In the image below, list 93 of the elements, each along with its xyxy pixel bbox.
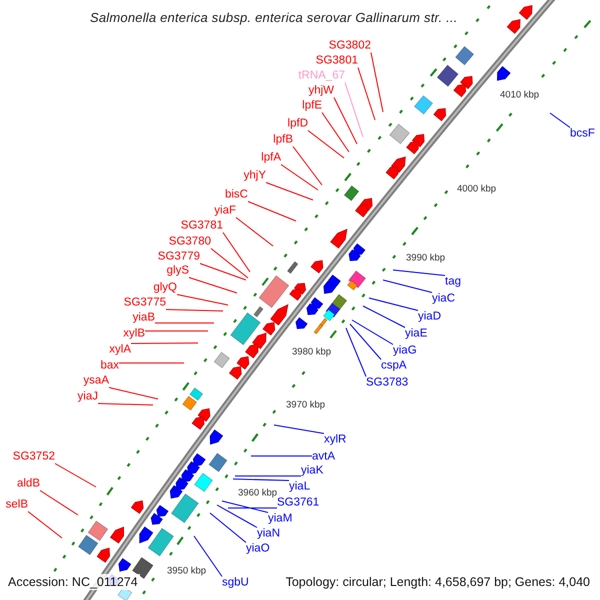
leader-line	[232, 478, 290, 481]
gene-label: yiaL	[289, 480, 310, 494]
gene-label: lpfD	[288, 118, 308, 130]
gene-label: yiaD	[418, 310, 442, 324]
leader-line	[222, 500, 268, 513]
gene-label: selB	[6, 498, 28, 512]
leader-line	[176, 294, 228, 306]
leader-line	[248, 201, 296, 222]
leader-line	[236, 217, 274, 246]
leader-line	[346, 328, 366, 377]
leader-line	[358, 67, 376, 120]
gene-label: yiaC	[432, 292, 456, 306]
gene-label: yiaN	[257, 528, 280, 540]
gene-label: yhjW	[308, 84, 334, 98]
gene-label: yhjY	[244, 170, 266, 182]
gene-label: yiaM	[268, 512, 292, 526]
leader-line	[334, 97, 358, 144]
position-label: 3990 kbp	[406, 252, 446, 264]
leader-line	[382, 280, 432, 293]
leader-line	[266, 182, 314, 200]
leader-line	[274, 424, 324, 434]
leader-line	[280, 164, 318, 190]
gene-label: yiaJ	[78, 390, 98, 404]
gene-label: yiaE	[405, 328, 428, 340]
leader-line	[98, 403, 154, 406]
position-label: 3950 kbp	[167, 566, 206, 576]
gene-label: yiaK	[301, 464, 324, 478]
leader-line	[54, 463, 96, 488]
position-label: 3970 kbp	[286, 400, 326, 410]
gene-label: yiaO	[246, 542, 270, 556]
leader-line	[210, 248, 248, 278]
leader-line	[344, 82, 364, 138]
gene-label: SG3780	[168, 236, 211, 248]
gene-label: sgbU	[222, 576, 249, 590]
gene-label: xylA	[109, 344, 131, 356]
leader-line	[292, 146, 322, 186]
map-title: Salmonella enterica subsp. enterica serovar Gallinarum str. ...	[90, 10, 458, 26]
gene-label: avtA	[312, 450, 336, 464]
gene-label: xylR	[324, 434, 346, 446]
gene-label: aldB	[16, 478, 40, 490]
leader-line	[144, 330, 208, 332]
footer-text: Topology: circular; Length: 4,658,697 bp; Genes: 4,040	[284, 574, 592, 590]
leader-line	[222, 232, 250, 272]
leader-line	[362, 306, 406, 328]
gene-label: SG3779	[158, 250, 200, 264]
gene-label: tag	[445, 276, 461, 288]
leader-line	[194, 536, 222, 577]
gene-label: bcsF	[570, 128, 595, 140]
leader-line	[130, 342, 198, 344]
leader-line	[308, 130, 344, 158]
gene-label: SG3783	[366, 376, 408, 390]
footer-text: Accession: NC_011274	[6, 574, 140, 590]
position-label: 3960 kbp	[238, 488, 278, 498]
leader-line	[350, 324, 382, 360]
gene-label: tRNA_67	[298, 70, 345, 82]
leader-line	[370, 52, 384, 112]
gene-label: bax	[100, 360, 119, 372]
leader-line	[210, 512, 246, 543]
leader-line	[392, 270, 446, 276]
leader-line	[28, 511, 62, 538]
gene-label: cspA	[381, 360, 407, 372]
gene-label: SG3802	[328, 40, 371, 52]
leader-line	[40, 490, 78, 516]
gene-label: lpfE	[302, 100, 322, 112]
leader-line	[108, 387, 158, 400]
gene-label: SG3781	[180, 220, 223, 232]
position-label: 4000 kbp	[457, 184, 496, 194]
leader-line	[154, 322, 214, 324]
gene-label: glyS	[166, 264, 189, 278]
leader-line	[352, 320, 394, 345]
leader-line	[118, 362, 184, 364]
leader-line	[368, 298, 418, 311]
gene-label: glyQ	[153, 282, 177, 294]
gene-label: yiaF	[214, 204, 236, 218]
gene-label: xylB	[123, 328, 145, 340]
gene-label: lpfA	[261, 152, 281, 164]
leader-line	[216, 504, 258, 528]
gene-label: SG3775	[124, 296, 166, 310]
leader-line	[322, 112, 350, 152]
gene-label: ysaA	[83, 374, 109, 388]
leader-line	[550, 112, 570, 128]
position-label: 3980 kbp	[292, 346, 332, 358]
gene-label: yiaB	[132, 312, 155, 324]
gene-label: SG3761	[277, 496, 320, 510]
leader-line	[188, 277, 238, 294]
gene-label: SG3801	[316, 54, 358, 68]
leader-line	[200, 263, 246, 280]
gene-label: yiaG	[393, 344, 417, 358]
gene-label: bisC	[224, 188, 248, 202]
gene-label: lpfB	[273, 134, 293, 146]
gene-label: SG3752	[12, 450, 55, 464]
position-label: 4010 kbp	[500, 90, 540, 100]
leader-line	[166, 309, 224, 312]
